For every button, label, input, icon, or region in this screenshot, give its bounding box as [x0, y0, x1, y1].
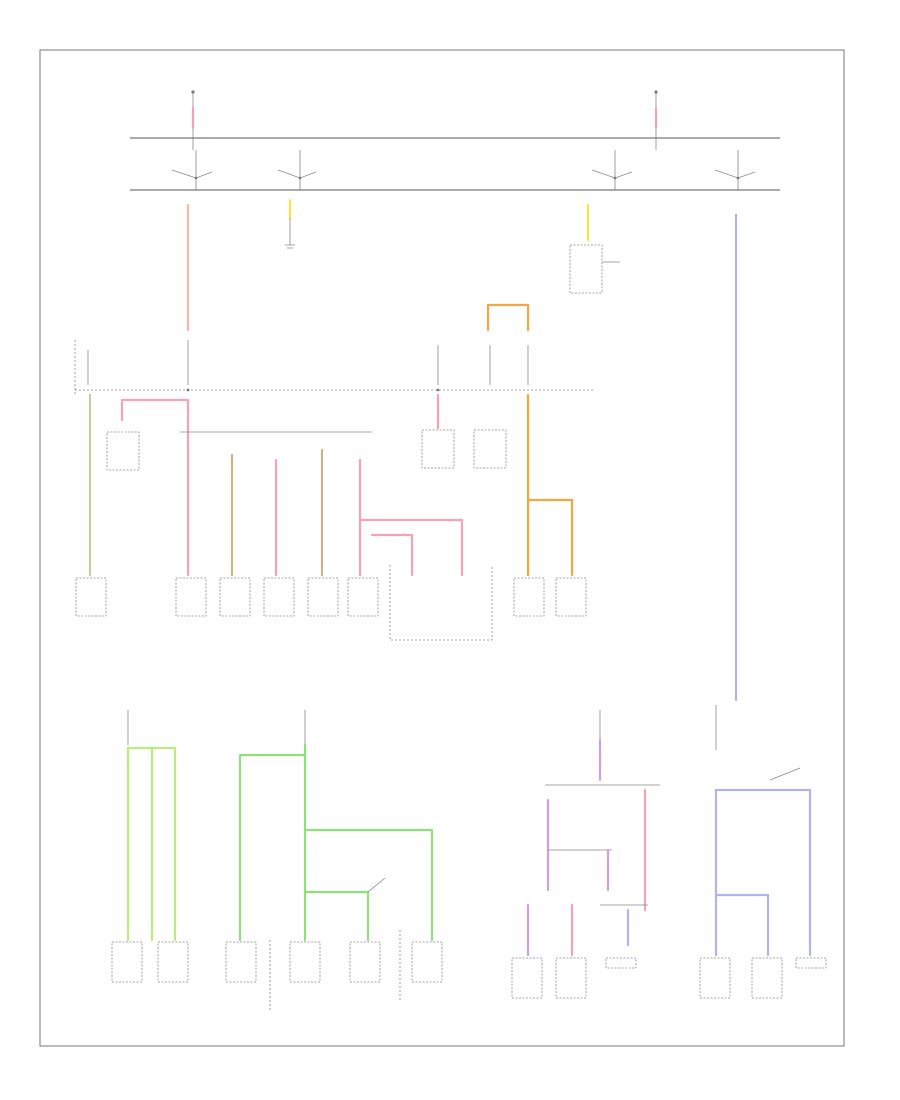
- diagram-frame: [39, 49, 845, 1047]
- wire-lavender-b: [714, 788, 812, 957]
- wire-green-e: [303, 890, 370, 942]
- component-row-far-right: [699, 957, 827, 999]
- wire-green-b: [238, 743, 307, 942]
- wire-pink-5: [370, 533, 414, 577]
- component-box-b: [421, 429, 455, 469]
- power-distribution-box-left: [191, 90, 195, 150]
- component-row-upper: [75, 577, 587, 617]
- wire-pink-4: [358, 518, 464, 577]
- component-box-a: [106, 431, 140, 471]
- loop-wire-orange: [486, 303, 530, 332]
- ignition-switch-contacts: [171, 150, 756, 190]
- component-row-lower-right: [511, 957, 637, 999]
- wire-orange-branch: [526, 498, 574, 577]
- ground-connector-mid: [285, 218, 295, 249]
- fuse-block-fuses: [87, 340, 529, 392]
- power-distribution-box-right: [654, 90, 658, 150]
- wire-lavender-c: [714, 893, 770, 957]
- distribution-box-bracket: [389, 565, 493, 641]
- wire-green-d: [303, 828, 434, 942]
- wire-pink-branch: [120, 398, 190, 577]
- component-row-lower-left: [111, 941, 443, 983]
- module-box-top-right: [569, 244, 603, 294]
- component-box-c: [473, 429, 507, 469]
